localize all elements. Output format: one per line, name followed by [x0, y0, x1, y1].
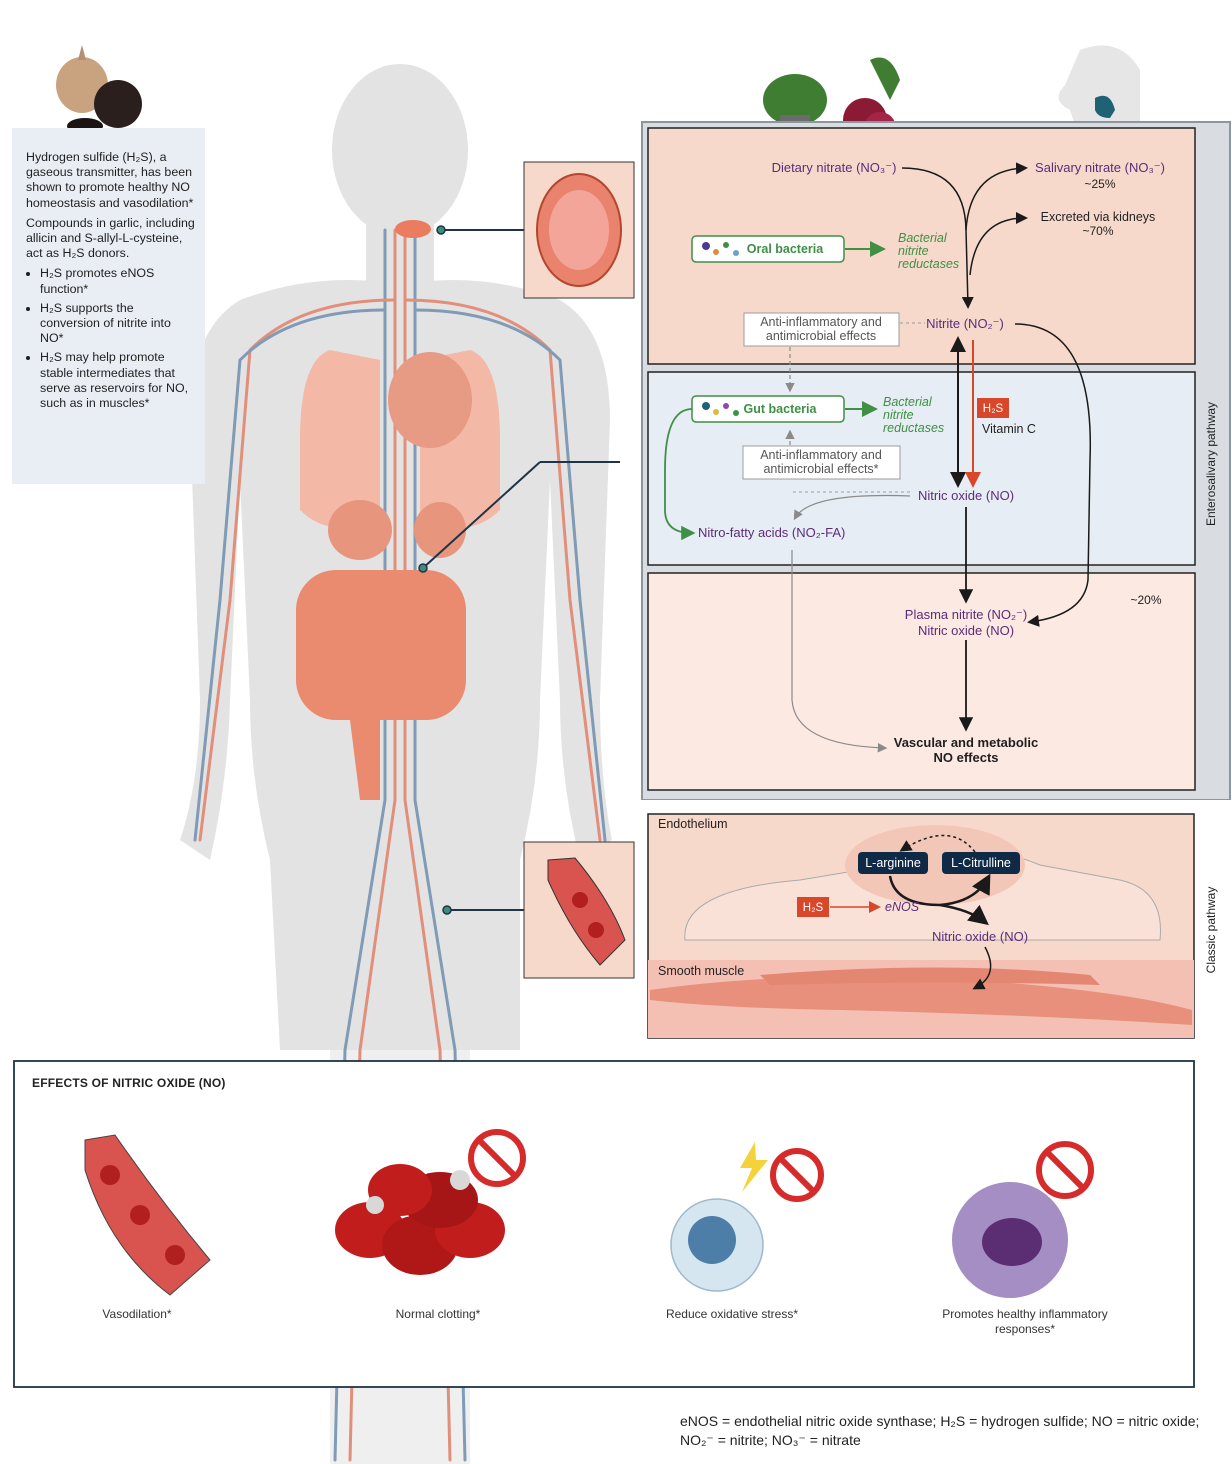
dietary-nitrate-label: Dietary nitrate (NO₃⁻)	[772, 160, 897, 175]
h2s-badge-enterosalivary: H₂S	[983, 403, 1004, 415]
l-citrulline-label[interactable]: L-Citrulline	[951, 856, 1011, 870]
gut-bacteria-box: Gut bacteria	[691, 395, 845, 423]
gut-bacteria-label: Gut bacteria	[744, 402, 818, 416]
garlic-icon	[56, 45, 142, 134]
blood-clot-icon	[335, 1164, 505, 1275]
nitrite-label: Nitrite (NO₂⁻)	[926, 316, 1004, 331]
enterosalivary-side-label: Enterosalivary pathway	[1204, 402, 1218, 526]
prohibition-icon-oxidative	[770, 1148, 824, 1202]
enos-label: eNOS	[885, 900, 920, 914]
vitamin-c-label: Vitamin C	[982, 422, 1036, 436]
effects-title: EFFECTS OF NITRIC OXIDE (NO)	[32, 1076, 226, 1090]
effect-label-clotting: Normal clotting*	[395, 1307, 481, 1321]
salivary-nitrate-label: Salivary nitrate (NO₃⁻)	[1035, 160, 1165, 175]
l-arginine-label[interactable]: L-arginine	[865, 856, 921, 870]
endothelium-label: Endothelium	[658, 817, 728, 831]
oral-bacteria-label: Oral bacteria	[747, 242, 824, 256]
effects-panel-frame	[13, 1060, 1195, 1388]
lightning-icon	[740, 1142, 768, 1192]
side-note-bullet: H₂S supports the conversion of nitrite i…	[40, 301, 195, 347]
blood-vessel-icon	[84, 1134, 211, 1296]
h2s-badge-classic: H₂S	[803, 902, 824, 914]
prohibition-icon-inflammatory	[1036, 1141, 1094, 1199]
prohibition-icon-clotting	[468, 1129, 526, 1187]
side-note-intro: Hydrogen sulfide (H₂S), a gaseous transm…	[26, 150, 194, 210]
excreted-percent: ~70%	[1082, 224, 1113, 238]
oral-bacteria-box: Oral bacteria	[691, 235, 845, 263]
classic-pathway-diagram: Endothelium Smooth muscle Classic pathwa…	[647, 813, 1218, 1039]
salivary-percent: ~25%	[1084, 177, 1115, 191]
side-note-compounds: Compounds in garlic, including allicin a…	[26, 215, 195, 261]
plasma-percent: ~20%	[1130, 593, 1161, 607]
immune-cell-icon	[952, 1182, 1068, 1298]
classic-side-label: Classic pathway	[1204, 887, 1218, 974]
abbreviation-legend: eNOS = endothelial nitric oxide synthase…	[680, 1413, 1200, 1448]
side-note-bullet: H₂S may help promote stable intermediate…	[40, 350, 195, 411]
side-note-bullets: H₂S promotes eNOS function* H₂S supports…	[26, 266, 195, 411]
classic-nitric-oxide-label: Nitric oxide (NO)	[932, 929, 1028, 944]
side-note-bullet: H₂S promotes eNOS function*	[40, 266, 195, 296]
effect-label-oxidative: Reduce oxidative stress*	[665, 1307, 799, 1321]
plasma-nitrite-label: Plasma nitrite (NO₂⁻)	[905, 607, 1027, 622]
excreted-label: Excreted via kidneys	[1041, 210, 1156, 224]
enterosalivary-pathway-diagram: Enterosalivary pathway Dietary nitrate (…	[641, 45, 1231, 800]
cell-icon	[670, 1198, 764, 1292]
smooth-muscle-label: Smooth muscle	[658, 964, 744, 978]
garlic-side-note: Hydrogen sulfide (H₂S), a gaseous transm…	[12, 128, 205, 484]
nitric-oxide-label: Nitric oxide (NO)	[918, 488, 1014, 503]
effect-label-inflammatory: Promotes healthy inflammatory responses*	[942, 1307, 1108, 1336]
effect-label-vasodilation: Vasodilation*	[102, 1307, 172, 1321]
plasma-no-label: Nitric oxide (NO)	[918, 623, 1014, 638]
nitro-fatty-acids-label: Nitro-fatty acids (NO₂-FA)	[698, 525, 845, 540]
head-silhouette-icon	[1058, 45, 1140, 140]
